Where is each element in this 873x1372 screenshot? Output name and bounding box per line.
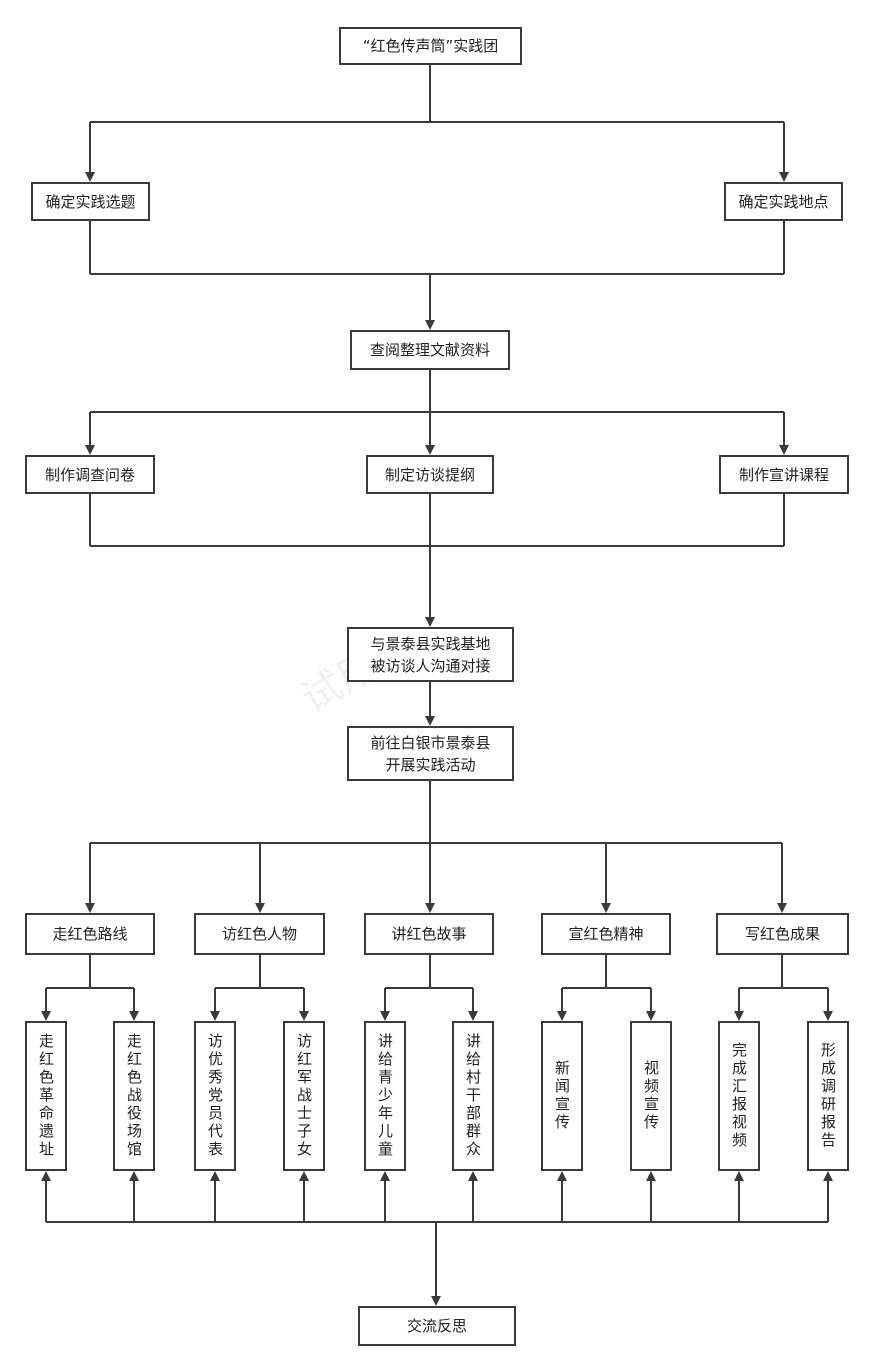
arrowhead-down xyxy=(779,172,789,182)
arrowhead-down xyxy=(468,1011,478,1021)
leaf-node-1b: 走红色战役场馆 xyxy=(113,1021,155,1171)
location-node: 确定实践地点 xyxy=(724,182,843,221)
arrowhead-down xyxy=(431,1296,441,1306)
arrowhead-down xyxy=(85,903,95,913)
arrowhead-up xyxy=(468,1171,478,1181)
arrowhead-down xyxy=(777,903,787,913)
leaf-node-5a: 完成汇报视频 xyxy=(718,1021,760,1171)
arrowhead-up xyxy=(129,1171,139,1181)
branch-node-5: 写红色成果 xyxy=(716,913,849,955)
leaf-node-2a: 访优秀党员代表 xyxy=(194,1021,236,1171)
arrowhead-down xyxy=(210,1011,220,1021)
arrowhead-down xyxy=(557,1011,567,1021)
branch-node-3: 讲红色故事 xyxy=(364,913,494,955)
leaf-node-3a: 讲给青少年儿童 xyxy=(364,1021,406,1171)
arrowhead-down xyxy=(380,1011,390,1021)
arrowhead-down xyxy=(255,903,265,913)
leaf-node-5b: 形成调研报告 xyxy=(807,1021,849,1171)
arrowhead-down xyxy=(823,1011,833,1021)
branch-node-1: 走红色路线 xyxy=(25,913,155,955)
arrowhead-down xyxy=(85,172,95,182)
bottom-node: 交流反思 xyxy=(358,1306,516,1346)
branch-node-4: 宣红色精神 xyxy=(541,913,671,955)
arrowhead-up xyxy=(734,1171,744,1181)
arrowhead-up xyxy=(380,1171,390,1181)
arrowhead-down xyxy=(425,445,435,455)
arrowhead-up xyxy=(210,1171,220,1181)
leaf-node-3b: 讲给村干部群众 xyxy=(452,1021,494,1171)
arrowhead-down xyxy=(85,445,95,455)
arrowhead-down xyxy=(425,617,435,627)
arrowhead-down xyxy=(425,320,435,330)
arrowhead-up xyxy=(299,1171,309,1181)
topic-node: 确定实践选题 xyxy=(31,182,150,221)
arrowhead-down xyxy=(425,903,435,913)
arrowhead-down xyxy=(129,1011,139,1021)
leaf-node-1a: 走红色革命遗址 xyxy=(25,1021,67,1171)
outline-node: 制定访谈提纲 xyxy=(366,455,494,494)
leaf-node-4b: 视频宣传 xyxy=(630,1021,672,1171)
contact-node: 与景泰县实践基地 被访谈人沟通对接 xyxy=(347,627,514,682)
arrowhead-down xyxy=(779,445,789,455)
arrowhead-up xyxy=(646,1171,656,1181)
title-node: “红色传声筒”实践团 xyxy=(339,27,522,65)
arrowhead-down xyxy=(734,1011,744,1021)
arrowhead-down xyxy=(646,1011,656,1021)
arrowhead-down xyxy=(299,1011,309,1021)
arrowhead-up xyxy=(41,1171,51,1181)
arrowhead-down xyxy=(41,1011,51,1021)
research-node: 查阅整理文献资料 xyxy=(350,330,510,370)
course-node: 制作宣讲课程 xyxy=(719,455,849,494)
leaf-node-4a: 新闻宣传 xyxy=(541,1021,583,1171)
leaf-node-2b: 访红军战士子女 xyxy=(283,1021,325,1171)
arrowhead-up xyxy=(823,1171,833,1181)
arrowhead-up xyxy=(557,1171,567,1181)
arrowhead-down xyxy=(601,903,611,913)
activity-node: 前往白银市景泰县 开展实践活动 xyxy=(347,726,514,781)
branch-node-2: 访红色人物 xyxy=(194,913,325,955)
questionnaire-node: 制作调查问卷 xyxy=(25,455,155,494)
arrowhead-down xyxy=(425,716,435,726)
